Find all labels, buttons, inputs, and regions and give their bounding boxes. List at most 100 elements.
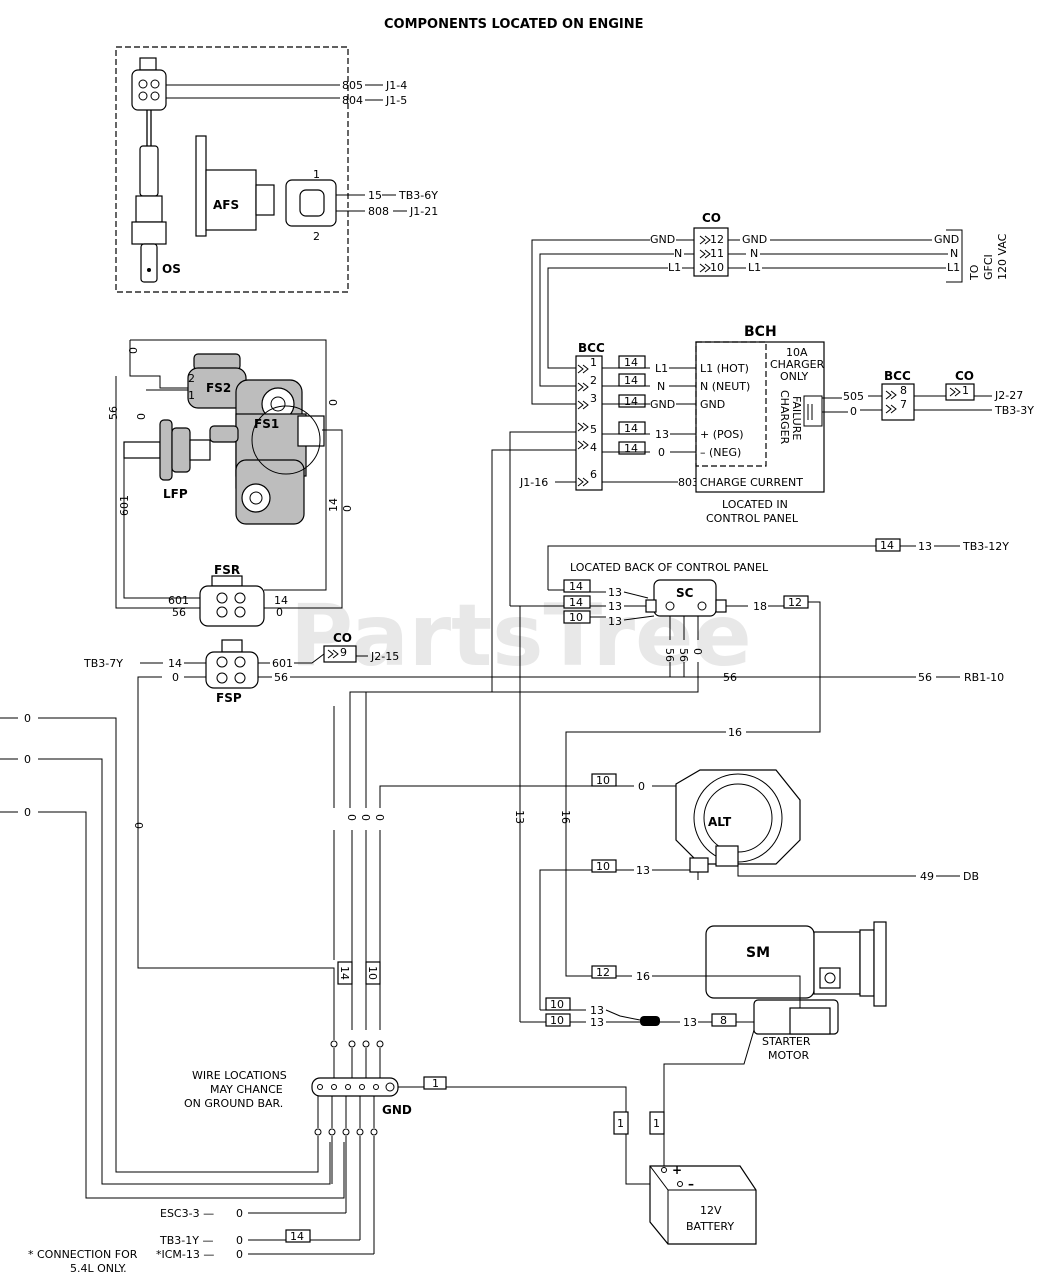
svg-text:CHARGER: CHARGER xyxy=(778,390,791,445)
battery-gauge-1-b: 1 xyxy=(653,1117,660,1130)
ground-gauge-1: 1 xyxy=(432,1077,439,1090)
bcc-right-label: BCC xyxy=(884,369,911,383)
sc-label: SC xyxy=(676,586,694,600)
co-fsp-label: CO xyxy=(333,631,352,645)
bus-gauge-14: 14 xyxy=(338,966,351,980)
gauge-14-a: 14 xyxy=(624,356,638,369)
j1-4-label: J1-4 xyxy=(385,79,407,92)
os-afs-dashed-box xyxy=(115,46,349,293)
alt-gauge-10-b: 10 xyxy=(596,860,610,873)
bus-wire-0-b: 0 xyxy=(359,814,372,821)
co-gnd-left: GND xyxy=(650,233,675,246)
bcc-pin-2: 2 xyxy=(590,374,597,387)
sm-label: SM xyxy=(746,945,770,961)
tb3-1y-wire-0: 0 xyxy=(236,1234,243,1247)
fsr-wire-601: 601 xyxy=(168,594,189,607)
low-fuel-pressure-switch: LFP xyxy=(123,419,239,501)
sc-wire-56-end: 56 xyxy=(918,671,932,684)
wire-805: 805 xyxy=(342,79,363,92)
sc-wire-56-b: 56 xyxy=(677,648,690,662)
bcc-pin-1: 1 xyxy=(590,356,597,369)
bcc-pin-8: 8 xyxy=(900,384,907,397)
battery: 1 + – 12V BATTERY xyxy=(649,1111,757,1245)
sc-wire-56-mid: 56 xyxy=(723,671,737,684)
fsr-connector: FSR 601 56 14 0 xyxy=(168,563,288,627)
svg-text:TO: TO xyxy=(968,264,981,281)
wire-49: 49 xyxy=(920,870,934,883)
fs2-label: FS2 xyxy=(206,381,231,395)
bus-wire-0-a: 0 xyxy=(345,814,358,821)
tb3-1y-gauge-14: 14 xyxy=(290,1230,304,1243)
co-gnd-end: GND xyxy=(934,233,959,246)
sm-gauge-8: 8 xyxy=(720,1014,727,1027)
alt-wire-13: 13 xyxy=(636,864,650,877)
bcc-bch-group: BCC 1 2 3 5 4 6 14 14 14 14 14 L1 N GND … xyxy=(519,324,825,525)
co-l1-left: L1 xyxy=(668,261,681,274)
wire-0-right: 0 xyxy=(327,399,340,406)
co-gnd-right: GND xyxy=(742,233,767,246)
tb3-12y-label: TB3-12Y xyxy=(962,540,1009,553)
fsp-connector: FSP TB3-7Y 14 0 601 56 xyxy=(83,639,916,705)
svg-text:120 VAC: 120 VAC xyxy=(996,233,1009,280)
co-top-connector: CO 12 11 10 GND N L1 GND N L1 GND N L1 T… xyxy=(650,211,1009,283)
bch-caption-only: ONLY xyxy=(780,370,809,383)
connection-note-1: * CONNECTION FOR xyxy=(28,1248,138,1261)
bcc-pin-5: 5 xyxy=(590,423,597,436)
co-pin-10: 10 xyxy=(710,261,724,274)
wire-0-fuel: 0 xyxy=(135,413,148,420)
gauge-14-c: 14 xyxy=(624,395,638,408)
wire-505: 505 xyxy=(843,390,864,403)
co-n-right: N xyxy=(750,247,758,260)
air-fuel-solenoid: AFS 1 2 xyxy=(195,135,337,243)
wire-0-top: 0 xyxy=(127,347,140,354)
svg-text:FAILURE: FAILURE xyxy=(790,396,803,440)
co-pin-11: 11 xyxy=(710,247,724,260)
co-pin-9: 9 xyxy=(340,646,347,659)
j1-5-label: J1-5 xyxy=(385,94,407,107)
afs-pin-2: 2 xyxy=(313,230,320,243)
fuel-regulator-fs1: FS1 xyxy=(235,379,325,525)
motor-label: MOTOR xyxy=(768,1049,810,1062)
bch-gnd-terminal: GND xyxy=(700,398,725,411)
gnd-label: GND xyxy=(382,1103,412,1117)
fs2-pin-1: 1 xyxy=(188,389,195,402)
wire-808: 808 xyxy=(368,205,389,218)
sc-gauge-10: 10 xyxy=(569,611,583,624)
icm-13-wire-0: 0 xyxy=(236,1248,243,1261)
sc-gauge-14-a: 14 xyxy=(569,580,583,593)
wire-804: 804 xyxy=(342,94,363,107)
co-top-label: CO xyxy=(702,211,721,225)
sc-wire-13-top: 13 xyxy=(918,540,932,553)
left-wire-0-a: 0 xyxy=(24,712,31,725)
sc-wire-0: 0 xyxy=(691,648,704,655)
j1-16-label: J1-16 xyxy=(519,476,548,489)
lfp-label: LFP xyxy=(163,487,188,501)
co-n-left: N xyxy=(674,247,682,260)
bch-charge-current: CHARGE CURRENT xyxy=(700,476,803,489)
j2-27-label: J2-27 xyxy=(994,389,1023,402)
fsr-wire-56: 56 xyxy=(172,606,186,619)
bch-wire-l1: L1 xyxy=(655,362,668,375)
tb3-7y-label: TB3-7Y xyxy=(83,657,123,670)
bch-pos: + (POS) xyxy=(700,428,744,441)
co-l1-right: L1 xyxy=(748,261,761,274)
esc3-3-wire-0: 0 xyxy=(236,1207,243,1220)
os-label: OS xyxy=(162,262,181,276)
co-l1-end: L1 xyxy=(947,261,960,274)
fsp-wire-0: 0 xyxy=(172,671,179,684)
fsp-wire-601: 601 xyxy=(272,657,293,670)
sm-wire-13-a: 13 xyxy=(590,1004,604,1017)
sm-gauge-10-a: 10 xyxy=(550,998,564,1011)
vert-wire-13: 13 xyxy=(513,810,526,824)
sm-gauge-10-b: 10 xyxy=(550,1014,564,1027)
bus-wire-0-c: 0 xyxy=(373,814,386,821)
control-panel-label: CONTROL PANEL xyxy=(706,512,799,525)
charger-failure-label: CHARGER FAILURE xyxy=(778,390,803,445)
os-afs-group: OS 805 J1-4 804 J1-5 AFS 1 2 15 TB3-6Y 8… xyxy=(115,46,438,293)
sc-wire-13-a: 13 xyxy=(608,586,622,599)
co-pin-12: 12 xyxy=(710,233,724,246)
alt-wire-0: 0 xyxy=(638,780,645,793)
wire-601-fuel: 601 xyxy=(118,495,131,516)
gauge-14-b: 14 xyxy=(624,374,638,387)
bch-wire-13: 13 xyxy=(655,428,669,441)
